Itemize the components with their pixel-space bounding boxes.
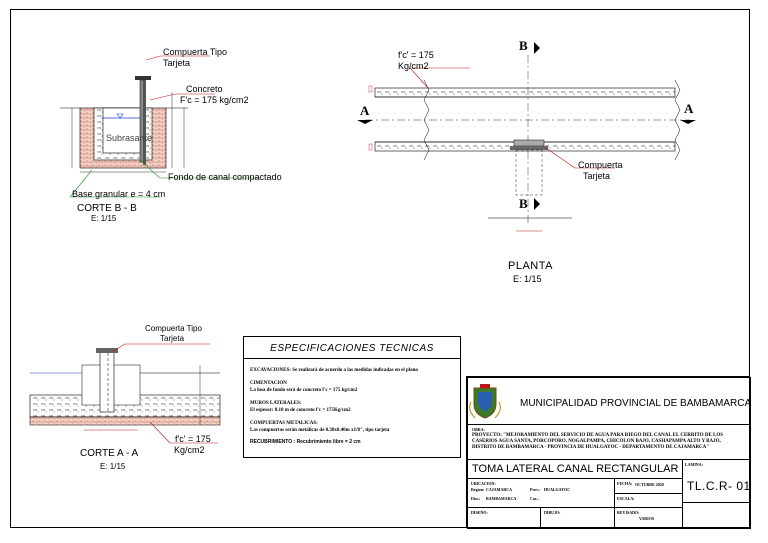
tb-date: OCTUBRE 2020 <box>635 482 664 487</box>
tb-dist-value: BAMBAMARCA <box>486 496 517 501</box>
tb-sheet-label: LAMINA: <box>685 462 703 467</box>
bb-concrete-label: Concreto <box>186 84 223 94</box>
tb-empty-cell <box>682 502 751 529</box>
municipality-logo <box>469 384 501 419</box>
planta-section-b-bottom: B <box>519 196 528 211</box>
planta-section-a-right: A <box>684 101 694 116</box>
tb-prov-key: Prov.: <box>530 487 541 492</box>
planta-fc-label: f'c' = 175 <box>398 50 434 60</box>
tb-project-label: OBRA: <box>472 427 485 432</box>
spec-line: El espesor: 0.10 m de concreto f'c = 175… <box>250 408 351 413</box>
tb-scale-cell: ESCALA: <box>614 493 683 508</box>
tb-review-label: REVISADO: <box>617 510 640 515</box>
specs-title: ESPECIFICACIONES TECNICAS <box>244 340 460 359</box>
tb-drawing-label: DIBUJO: <box>544 510 561 515</box>
spec-line: COMPUERTAS METALICAS: <box>250 421 318 426</box>
bb-subrasante-label: Subrasante <box>106 133 153 143</box>
tb-dist-key: Dist.: <box>471 496 481 501</box>
aa-fc-unit: Kg/cm2 <box>174 445 205 455</box>
tb-sheet-code: TL.C.R- 01 <box>687 479 751 493</box>
tb-region-key: Region: <box>471 487 485 492</box>
tb-project-text: PROYECTO: "MEJORAMIENTO DEL SERVICIO DE … <box>472 433 724 450</box>
corte-aa-drawing <box>29 343 221 444</box>
tb-review-value: VARIOS <box>639 516 655 521</box>
spec-line: CIMENTACION <box>250 381 287 386</box>
aa-scale: E: 1/15 <box>100 462 126 471</box>
tb-cas-key: Cas.: <box>530 496 539 501</box>
spec-line: MUROS LATERALES: <box>250 401 302 406</box>
spec-line: EXCAVACIONES: Se realizará de acuerdo a … <box>250 368 418 373</box>
spec-line: Las compuertas serán metálicas de 0.30x0… <box>250 428 390 433</box>
tb-prov-value: HUALGAYOC <box>544 487 571 492</box>
aa-gate-label2: Tarjeta <box>160 334 185 343</box>
spec-line: RECUBRIMIENTO : Recubrimiento libre = 2 … <box>250 439 361 445</box>
aa-gate-label: Compuerta Tipo <box>145 324 202 333</box>
bb-fc-label: F'c = 175 kg/cm2 <box>180 95 249 105</box>
tb-region-value: CAJAMARCA <box>486 487 512 492</box>
bb-base-label: Base granular e = 4 cm <box>72 189 166 199</box>
tb-sheet-title-cell: TOMA LATERAL CANAL RECTANGULAR <box>467 459 683 479</box>
tb-design-label: DISEÑO: <box>471 510 488 515</box>
tb-sheet-code-cell: LAMINA: TL.C.R- 01 <box>682 459 751 503</box>
planta-section-a-left: A <box>360 103 370 118</box>
tb-drawing-cell: DIBUJO: <box>540 507 615 529</box>
aa-fc-label: f'c' = 175 <box>175 434 211 444</box>
tb-scale-label: ESCALA: <box>617 496 635 501</box>
title-block: MUNICIPALIDAD PROVINCIAL DE BAMBAMARCA O… <box>466 376 751 529</box>
planta-drawing <box>357 42 696 232</box>
planta-title: PLANTA <box>508 260 553 272</box>
bb-scale: E: 1/15 <box>91 214 117 223</box>
tb-project: OBRA: PROYECTO: "MEJORAMIENTO DEL SERVIC… <box>467 424 751 460</box>
drawing-frame <box>10 9 750 528</box>
planta-fc-unit: Kg/cm2 <box>398 61 429 71</box>
tb-review-cell: REVISADO: VARIOS <box>614 507 683 529</box>
tb-sheet-title: TOMA LATERAL CANAL RECTANGULAR <box>472 463 679 475</box>
tb-municipality: MUNICIPALIDAD PROVINCIAL DE BAMBAMARCA <box>520 398 751 409</box>
bb-gate-label: Compuerta Tipo <box>163 47 228 57</box>
tb-date-label: FECHA: <box>617 481 633 486</box>
aa-title: CORTE A - A <box>80 448 139 459</box>
tb-header: MUNICIPALIDAD PROVINCIAL DE BAMBAMARCA <box>467 377 751 425</box>
bb-fondo-label: Fondo de canal compactado <box>168 172 282 182</box>
tb-date-cell: FECHA: OCTUBRE 2020 <box>614 478 683 494</box>
planta-scale: E: 1/15 <box>513 274 542 284</box>
bb-title: CORTE B - B <box>77 203 137 214</box>
planta-gate-label2: Tarjeta <box>583 171 611 181</box>
tb-location-label: UBICACION: <box>471 481 496 486</box>
specs-box: ESPECIFICACIONES TECNICAS EXCAVACIONES: … <box>243 336 461 458</box>
corte-bb-drawing <box>60 55 260 198</box>
bb-gate-label2: Tarjeta <box>163 58 191 68</box>
planta-section-b-top: B <box>519 38 528 53</box>
spec-line: La losa de fondo será de concreto f'c = … <box>250 388 358 393</box>
tb-location-cell: UBICACION: Region: CAJAMARCA Prov.: HUAL… <box>467 478 615 508</box>
planta-gate-label: Compuerta <box>578 160 623 170</box>
tb-design-cell: DISEÑO: <box>467 507 541 529</box>
